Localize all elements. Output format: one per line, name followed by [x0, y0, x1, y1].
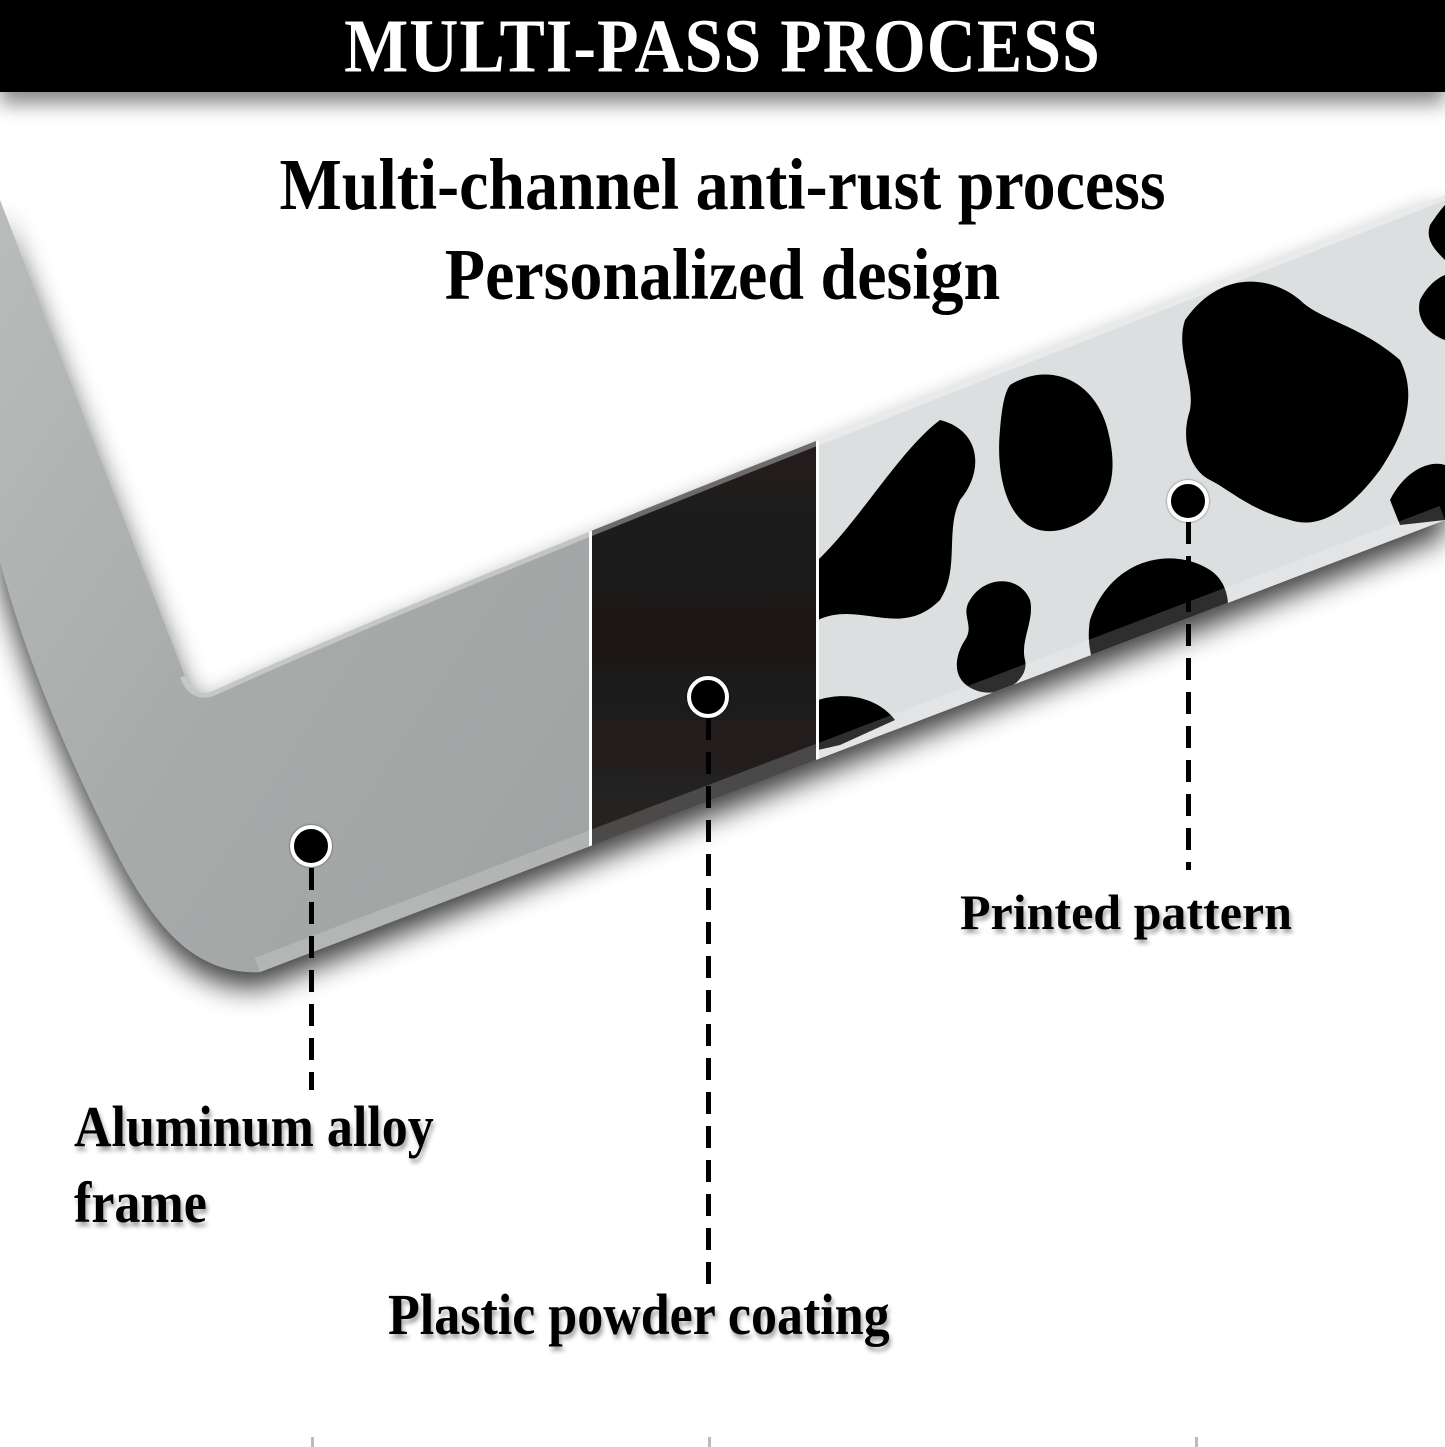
dashed-leader-line [309, 868, 314, 1090]
bottom-tick-mark [311, 1437, 314, 1447]
callout-aluminum-line2: frame [74, 1171, 207, 1236]
callout-aluminum-line1: Aluminum alloy [74, 1095, 434, 1160]
subtitle-line-2: Personalized design [444, 235, 1001, 316]
dashed-leader-line [706, 718, 711, 1286]
callout-plastic-label: Plastic powder coating [388, 1283, 890, 1348]
dashed-leader-line [1186, 522, 1191, 870]
header-banner: MULTI-PASS PROCESS [0, 0, 1445, 92]
bottom-tick-mark [708, 1437, 711, 1447]
divider-line [589, 195, 592, 973]
divider-line [816, 195, 819, 973]
callout-printed-label: Printed pattern [960, 884, 1292, 940]
subtitle-line-1: Multi-channel anti-rust process [279, 145, 1166, 226]
circle-marker-icon [687, 676, 729, 718]
circle-marker-icon [290, 825, 332, 867]
banner-title: MULTI-PASS PROCESS [344, 2, 1101, 89]
circle-marker-icon [1167, 480, 1209, 522]
callout-aluminum-label: Aluminum alloy frame [74, 1090, 434, 1242]
bottom-tick-mark [1195, 1437, 1198, 1447]
